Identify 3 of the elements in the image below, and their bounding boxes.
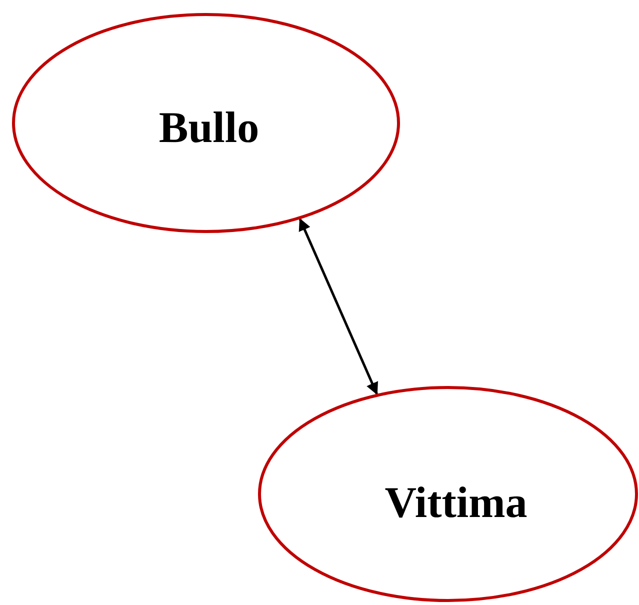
node-label: Bullo: [158, 102, 260, 152]
double-arrow: [298, 218, 378, 395]
node-label: Vittima: [384, 476, 528, 528]
